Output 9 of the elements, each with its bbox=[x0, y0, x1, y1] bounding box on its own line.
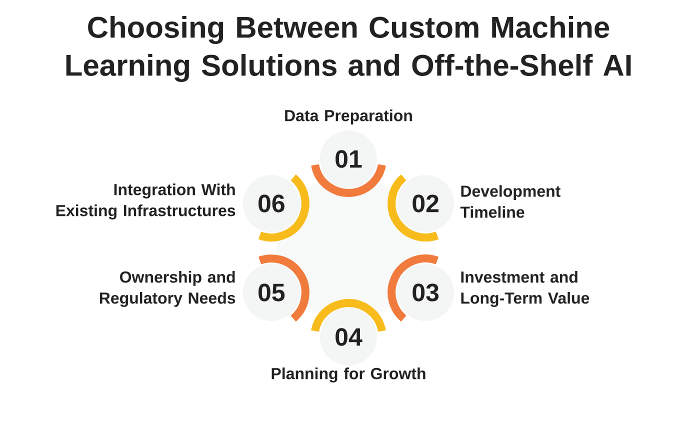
step-label: Integration With Existing Infrastructures bbox=[56, 184, 236, 220]
step-label: Development Timeline bbox=[460, 185, 560, 218]
step-label: Investment and Long-Term Value bbox=[461, 271, 590, 307]
step-label: Data Preparation bbox=[285, 110, 412, 124]
title: Choosing Between Custom Machine Learning Solutions and Off-the-Shelf AI bbox=[66, 16, 631, 82]
node-label: 01 bbox=[336, 150, 362, 168]
step-label: Planning for Growth bbox=[272, 368, 426, 382]
step-label: Ownership and Regulatory Needs bbox=[100, 271, 236, 307]
node-label: 04 bbox=[336, 328, 362, 346]
